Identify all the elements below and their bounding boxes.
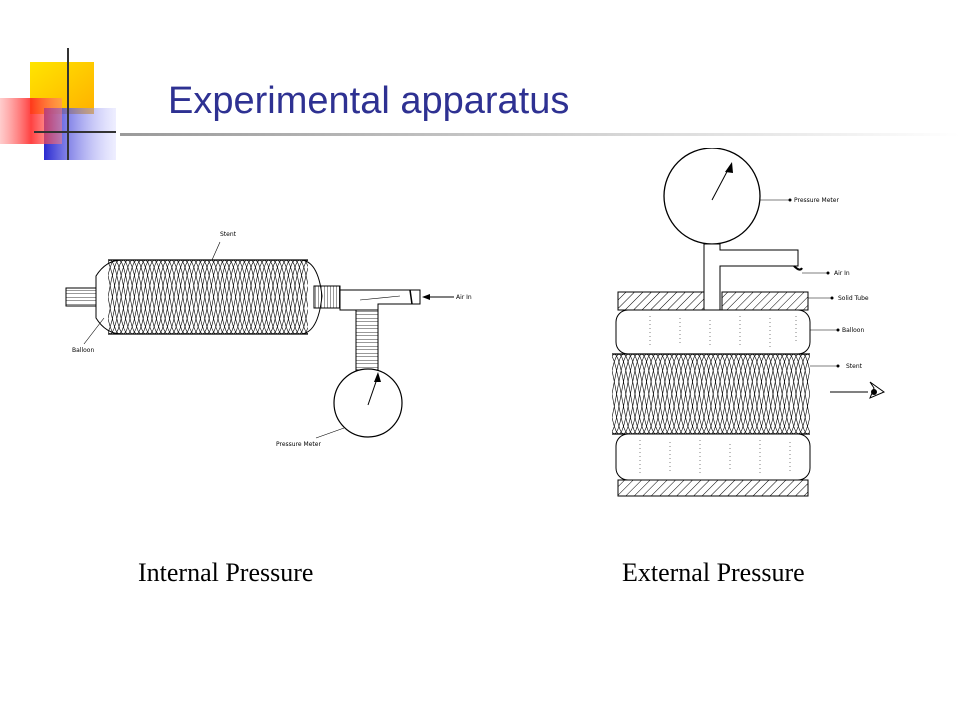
stent-wire — [612, 354, 810, 434]
balloon-top — [615, 309, 811, 355]
title-underline — [120, 133, 960, 136]
balloon-label: Balloon — [72, 347, 94, 354]
pressure-meter-label: Pressure Meter — [794, 197, 839, 204]
stent-label: Stent — [846, 363, 863, 370]
slide-title: Experimental apparatus — [168, 80, 570, 122]
eye-icon — [869, 381, 886, 399]
stent-label: Stent — [220, 231, 237, 238]
stent-wire — [108, 260, 308, 334]
stent-wire — [108, 260, 308, 334]
stent-wire — [108, 260, 308, 334]
stent-wire — [612, 354, 810, 434]
corner-decoration — [0, 48, 116, 160]
stent-mesh — [612, 354, 810, 434]
pressure-meter-dial — [663, 148, 761, 245]
solid-tube-top-right — [721, 291, 809, 311]
air-in-label: Air In — [834, 270, 850, 277]
stent-wire — [612, 354, 810, 434]
stent-wire — [108, 260, 308, 334]
stent-wire — [612, 354, 810, 434]
pressure-meter-dial — [333, 368, 403, 438]
air-in-label: Air In — [456, 294, 472, 301]
red-block — [0, 98, 62, 144]
solid-tube-bottom — [617, 479, 809, 497]
external-pressure-diagram: Pressure Meter Air In Solid Tube Balloon… — [612, 148, 886, 497]
stent-wire — [612, 354, 810, 434]
solid-tube-top-left — [617, 291, 705, 311]
stent-wire — [108, 260, 308, 334]
pressure-meter-label: Pressure Meter — [276, 441, 321, 448]
connector — [313, 285, 341, 309]
stent-wire — [612, 354, 810, 434]
external-pressure-caption: External Pressure — [622, 558, 805, 587]
stent-wire — [612, 354, 810, 434]
internal-pressure-diagram: Air In Stent Balloon Pressure Meter — [65, 231, 472, 448]
balloon-bottom — [615, 433, 811, 481]
inlet-tube — [65, 287, 97, 307]
balloon-label: Balloon — [842, 327, 864, 334]
stent-wire — [108, 260, 308, 334]
internal-pressure-caption: Internal Pressure — [138, 558, 314, 587]
stent-wire — [108, 260, 308, 334]
stent-wire — [612, 354, 810, 434]
solid-tube-label: Solid Tube — [838, 295, 869, 302]
stent-wire — [612, 354, 810, 434]
stent-wire — [612, 354, 810, 434]
air-pipe — [339, 289, 421, 311]
stent-wire — [108, 260, 308, 334]
meter-pipe — [355, 309, 379, 371]
